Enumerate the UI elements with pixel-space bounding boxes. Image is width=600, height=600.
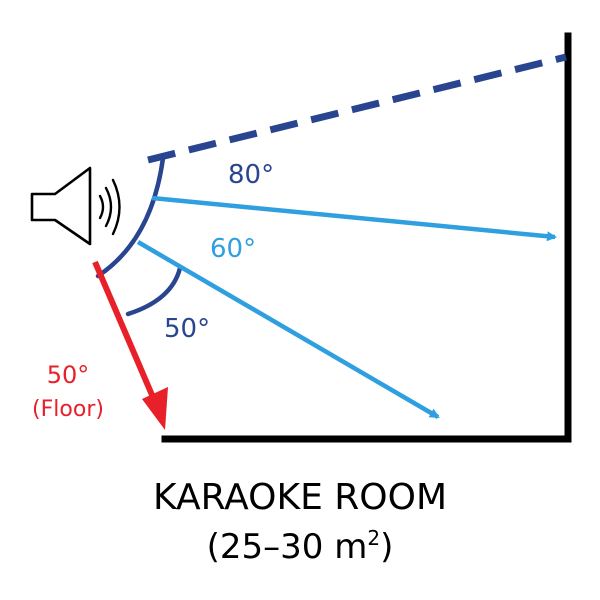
label-floor: (Floor) (32, 397, 104, 422)
floor-arrow-head (142, 387, 168, 430)
arrow-80 (151, 195, 557, 242)
speaker-icon (30, 166, 92, 246)
label-floor-angle: 50° (47, 361, 90, 389)
sound-waves-icon (98, 178, 121, 236)
label-80: 80° (228, 160, 274, 190)
title-line-2: (25–30 m2) (207, 526, 394, 567)
arrow-60 (136, 240, 440, 419)
title-line-1: KARAOKE ROOM (153, 477, 447, 518)
label-50: 50° (164, 314, 210, 344)
label-60: 60° (210, 234, 256, 264)
room-walls (161, 32, 572, 443)
angle-50-arc (125, 265, 183, 317)
title-line-2-prefix: (25–30 m (207, 527, 368, 567)
title-line-2-suffix: ) (380, 527, 393, 567)
coverage-arc (95, 155, 166, 279)
ceiling-dashed-line (147, 53, 567, 164)
title-line-2-sup: 2 (367, 526, 380, 550)
floor-arrow-shaft (92, 260, 158, 404)
